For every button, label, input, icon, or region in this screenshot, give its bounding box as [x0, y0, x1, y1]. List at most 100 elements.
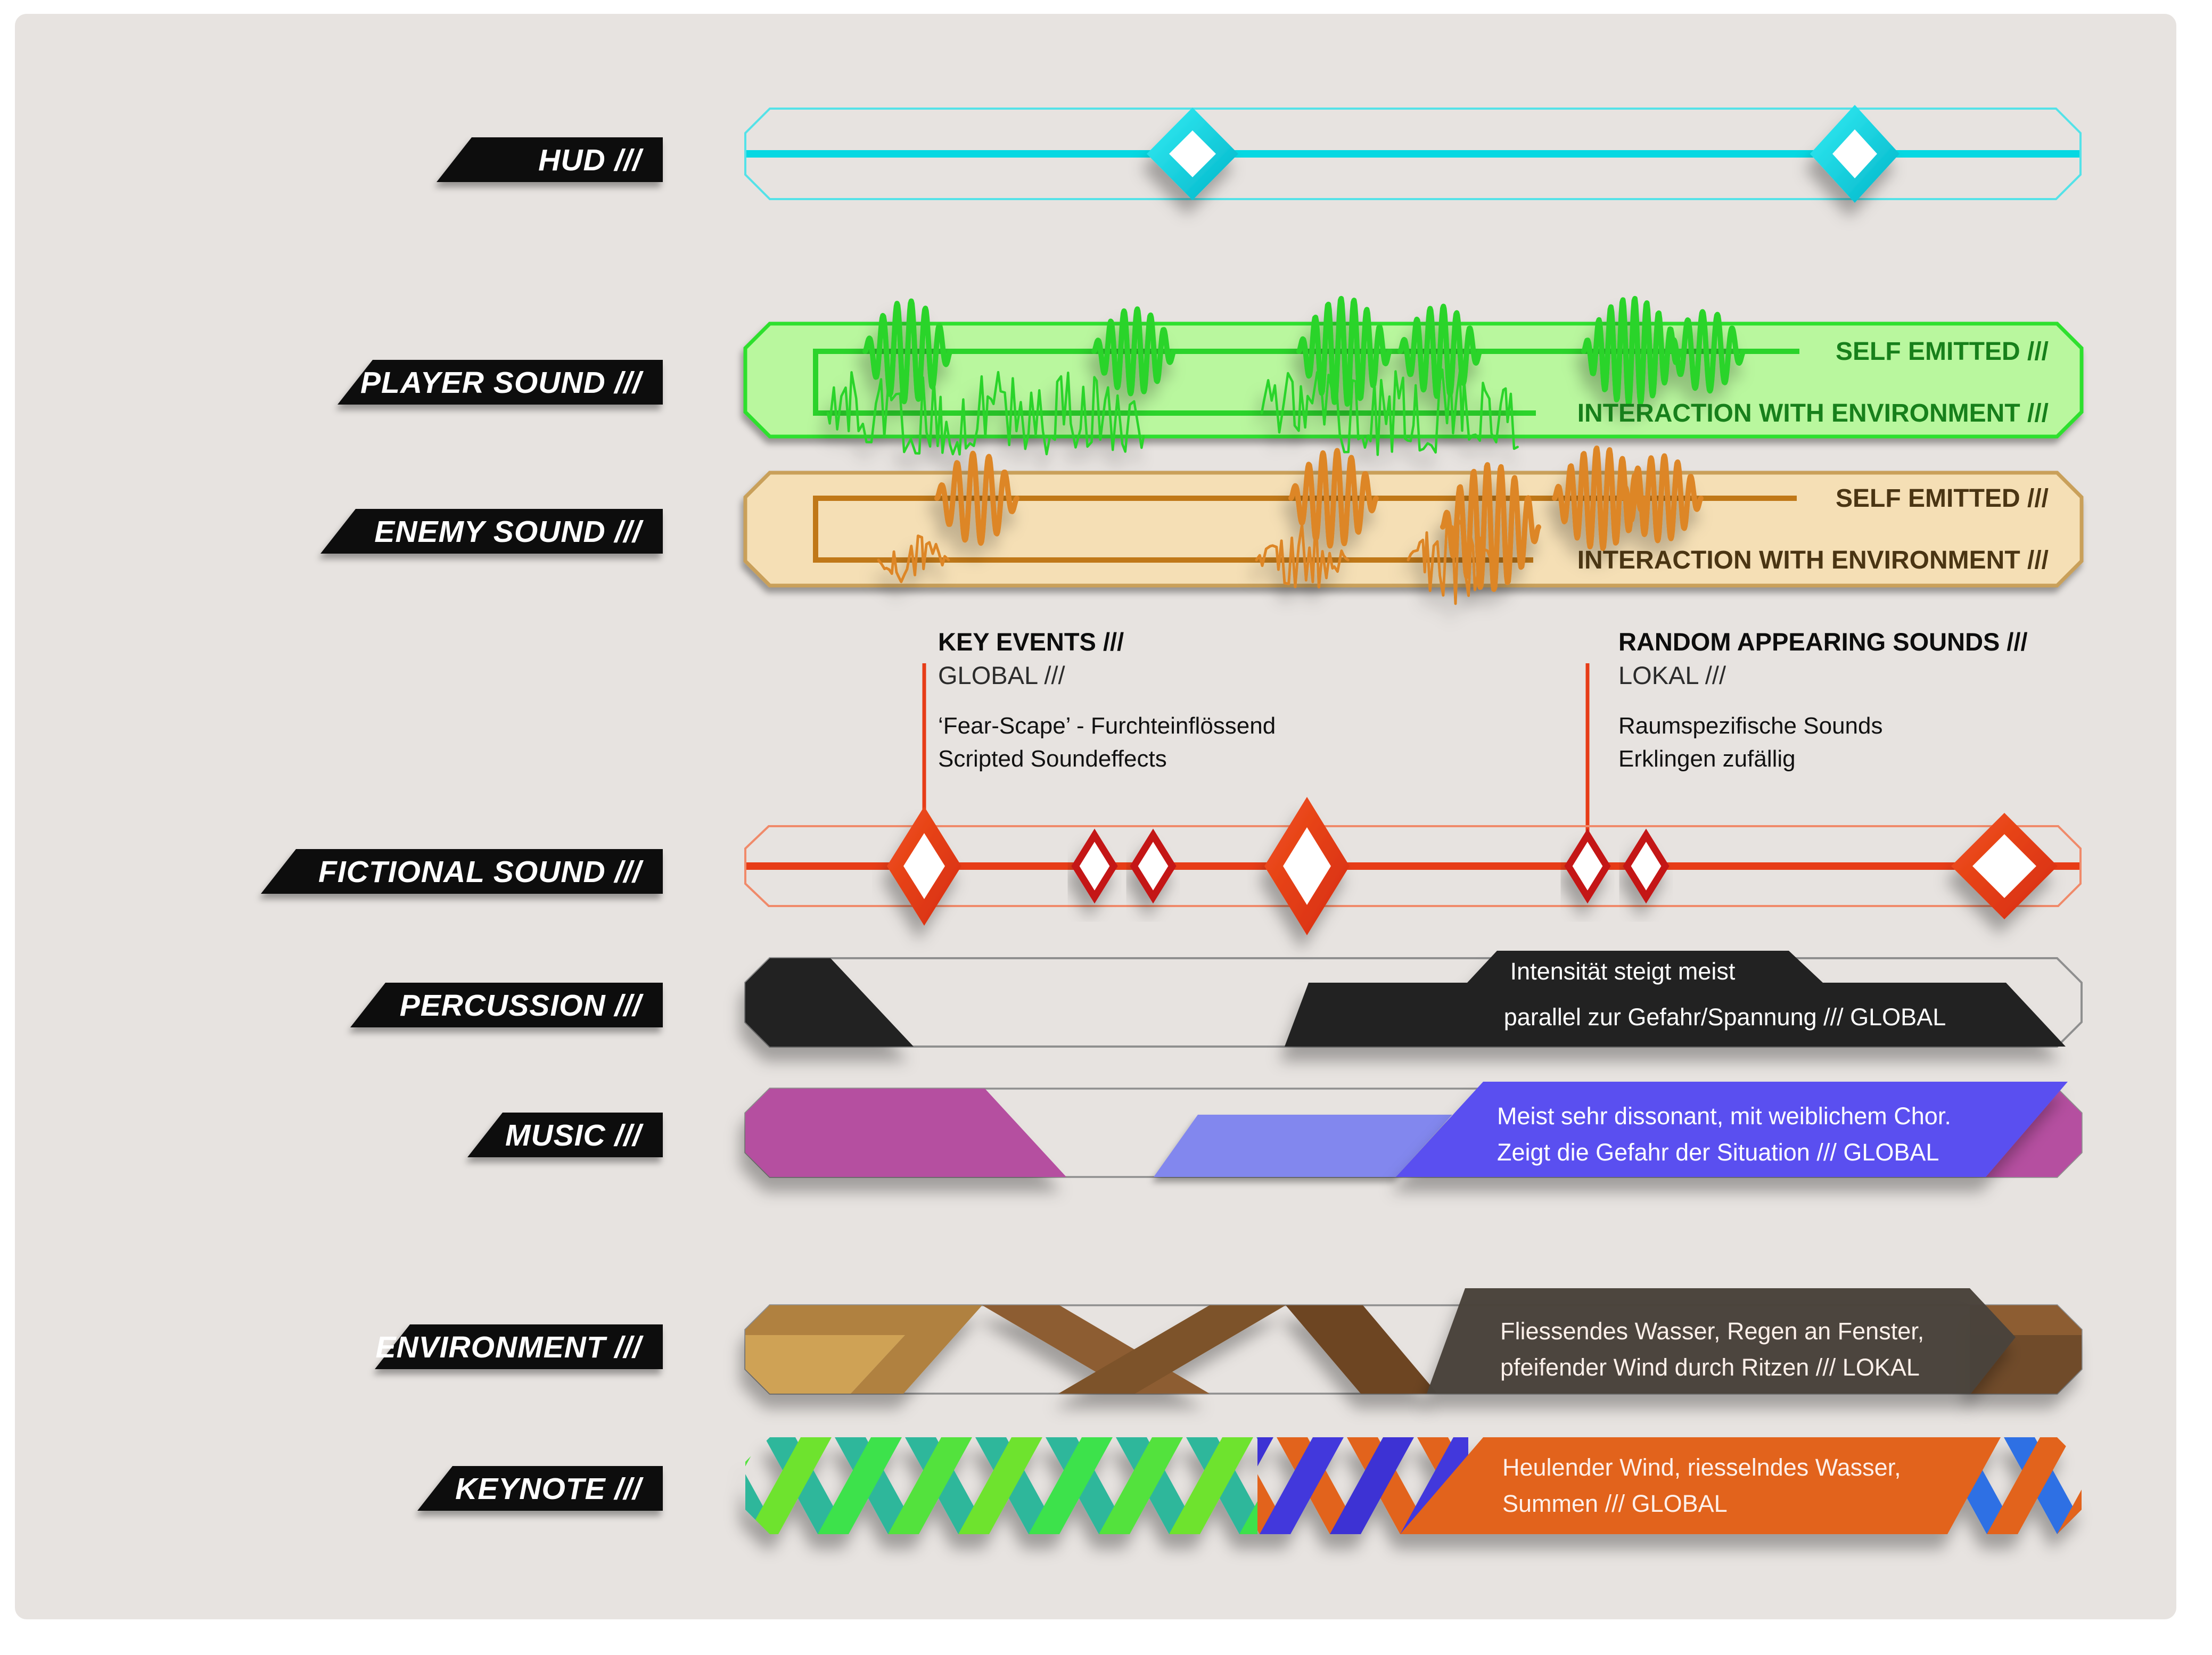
decorative-shape [1091, 306, 1177, 397]
decorative-shape [1099, 1437, 1183, 1534]
music-note-line2: Zeigt die Gefahr der Situation /// GLOBA… [1497, 1139, 1939, 1166]
keynote-note-line1: Heulender Wind, riesselndes Wasser, [1502, 1454, 1901, 1481]
percussion-note-line1: Intensität steigt meist [1510, 958, 1736, 985]
hud-diamond-2 [1810, 105, 1899, 203]
environment-label-box [375, 1324, 663, 1369]
player-self-emitted-label: SELF EMITTED /// [1836, 337, 2049, 366]
percussion-left-wedge [745, 958, 914, 1047]
annotation-random-sounds: RANDOM APPEARING SOUNDS /// LOKAL /// Ra… [1585, 628, 2028, 846]
decorative-shape [1260, 368, 1519, 456]
row-hud: HUD /// [437, 105, 2082, 203]
key-events-line2: Scripted Soundeffects [938, 746, 1167, 772]
environment-label: ENVIRONMENT /// [375, 1330, 644, 1364]
environment-brown-collage [745, 1305, 2082, 1394]
environment-note-line1: Fliessendes Wasser, Regen an Fenster, [1500, 1318, 1924, 1345]
player-interaction-label: INTERACTION WITH ENVIRONMENT /// [1577, 399, 2049, 427]
fictional-diamond-big-3 [1951, 813, 2058, 919]
decorative-shape [1347, 1437, 1431, 1534]
row-keynote: KEYNOTE /// Heulender Wind, riesselndes … [417, 1437, 2212, 1534]
fictional-diamond-small-1 [1071, 828, 1118, 904]
fictional-sound-label: FICTIONAL SOUND /// [318, 855, 644, 889]
random-sounds-line2: Erklingen zufällig [1618, 746, 1796, 772]
annotation-key-events: KEY EVENTS /// GLOBAL /// ‘Fear-Scape’ -… [922, 628, 1276, 822]
decorative-shape [1260, 1437, 1344, 1534]
enemy-sound-label: ENEMY SOUND /// [374, 515, 644, 549]
music-blue-shape [1396, 1082, 2068, 1177]
enemy-self-emitted-label: SELF EMITTED /// [1836, 484, 2049, 513]
decorative-shape [2198, 1437, 2212, 1534]
row-player-sound: PLAYER SOUND /// SELF EMITTED /// INTERA… [338, 295, 2084, 456]
fictional-diamond-big-1 [887, 806, 961, 926]
environment-note-line2: pfeifender Wind durch Ritzen /// LOKAL [1500, 1354, 1920, 1381]
decorative-shape [1029, 1437, 1113, 1534]
row-percussion: PERCUSSION /// Intensität steigt meist p… [350, 951, 2083, 1048]
decorative-shape [1407, 518, 1496, 605]
hud-track-outline [744, 108, 2082, 200]
percussion-label-box [350, 983, 663, 1027]
decorative-shape [818, 1437, 902, 1534]
player-sound-label-box [338, 360, 663, 405]
decorative-shape [1581, 295, 1682, 407]
key-events-title: KEY EVENTS /// [938, 628, 1124, 656]
enemy-waveforms [877, 445, 1704, 605]
decorative-shape [2004, 1437, 2082, 1534]
decorative-shape [1400, 1437, 1468, 1534]
decorative-shape [747, 1437, 832, 1534]
key-events-scope: GLOBAL /// [938, 661, 1066, 689]
music-label: MUSIC /// [505, 1118, 644, 1152]
music-note-line1: Meist sehr dissonant, mit weiblichem Cho… [1497, 1102, 1951, 1130]
decorative-shape [1169, 1437, 1253, 1534]
percussion-plateau-shape [1285, 951, 2066, 1047]
row-environment: ENVIRONMENT /// Fliessendes Wasser, Rege… [375, 1288, 2083, 1395]
fictional-diamond-small-2 [1130, 828, 1177, 904]
keynote-note-line2: Summen /// GLOBAL [1502, 1490, 1728, 1517]
decorative-shape [1257, 1437, 1273, 1467]
player-waveforms [826, 295, 1746, 456]
music-lightblue-shape [1154, 1115, 1452, 1177]
decorative-shape [888, 1437, 972, 1534]
decorative-shape [1397, 303, 1483, 399]
percussion-label: PERCUSSION /// [400, 989, 644, 1023]
decorative-shape [1330, 1437, 1414, 1534]
decorative-shape [1666, 309, 1746, 394]
fictional-diamond-small-4 [1623, 828, 1670, 904]
decorative-shape [745, 1437, 778, 1534]
enemy-interaction-label: INTERACTION WITH ENVIRONMENT /// [1577, 546, 2049, 574]
decorative-shape [1296, 295, 1392, 407]
decorative-shape [958, 1437, 1042, 1534]
decorative-shape [1288, 448, 1379, 549]
random-sounds-scope: LOKAL /// [1618, 661, 1726, 689]
music-label-box [467, 1113, 663, 1157]
music-magenta-wedge [745, 1089, 1066, 1177]
hud-diamond-1 [1147, 108, 1238, 200]
decorative-shape [1255, 523, 1350, 589]
row-fictional-sound: FICTIONAL SOUND /// [261, 797, 2082, 935]
percussion-note-line2: parallel zur Gefahr/Spannung /// GLOBAL [1504, 1003, 1946, 1031]
enemy-sound-label-box [320, 509, 663, 554]
decorative-shape [1618, 453, 1704, 544]
fictional-diamond-big-2 [1264, 797, 1350, 935]
decorative-shape [1987, 1437, 2071, 1534]
decorative-shape [1440, 462, 1541, 592]
decorative-shape [1186, 1437, 1257, 1534]
decorative-shape [1116, 1437, 1200, 1534]
decorative-shape [975, 1437, 1059, 1534]
decorative-shape [2057, 1437, 2082, 1534]
decorative-shape [764, 1437, 849, 1534]
keynote-braid-middle [1257, 1437, 1468, 1534]
key-events-line1: ‘Fear-Scape’ - Furchteinflössend [938, 713, 1276, 739]
random-sounds-line1: Raumspezifische Sounds [1618, 713, 1882, 739]
keynote-label-box [417, 1466, 663, 1511]
environment-note-box [1427, 1288, 2016, 1394]
decorative-shape [934, 450, 1019, 546]
keynote-braid [745, 1437, 2212, 1534]
player-sound-label: PLAYER SOUND /// [360, 366, 644, 400]
hud-label-box [437, 137, 663, 182]
keynote-note-box [1400, 1437, 1994, 1534]
decorative-shape [905, 1437, 989, 1534]
decorative-shape [826, 370, 1145, 456]
decorative-shape [1552, 445, 1648, 551]
random-sounds-title: RANDOM APPEARING SOUNDS /// [1618, 628, 2028, 656]
